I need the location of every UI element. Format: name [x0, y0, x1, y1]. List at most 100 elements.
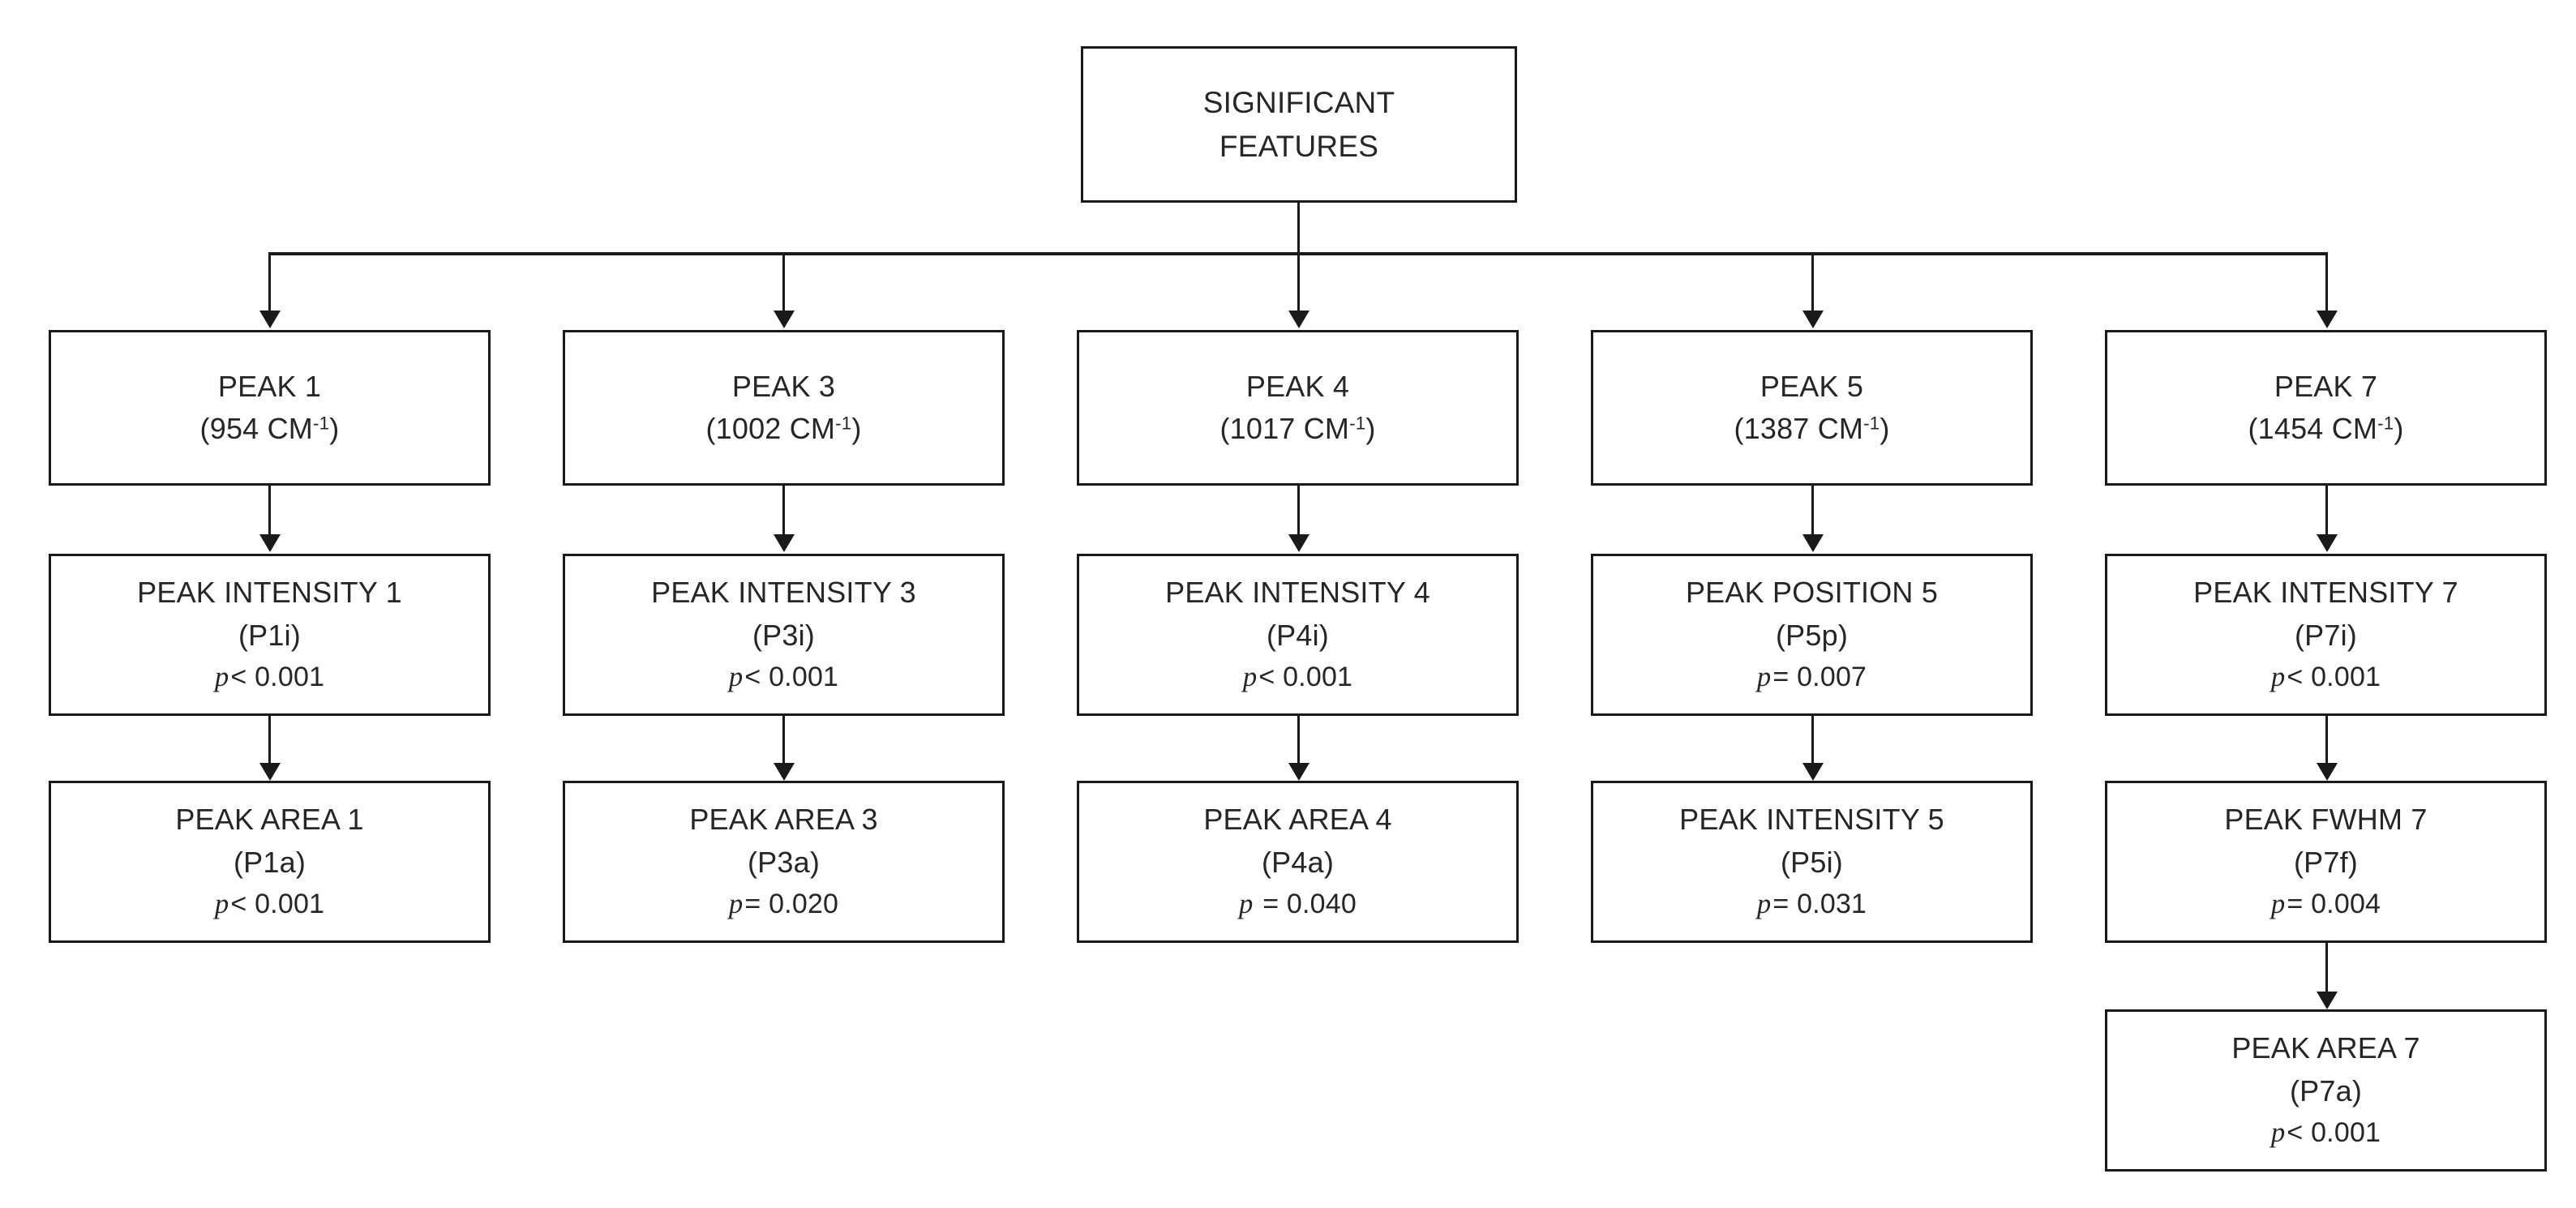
peak-area-1-code: (P1a) [233, 845, 306, 879]
connector-c3-r1-r2 [1297, 486, 1300, 536]
root-line-2: FEATURES [1219, 129, 1379, 163]
arrow-c4-r1-r2 [1802, 534, 1824, 552]
arrow-c2-r2-r3 [774, 763, 795, 781]
peak-intensity-1-pvalue: p< 0.001 [214, 660, 325, 692]
connector-c3-r2-r3 [1297, 716, 1300, 765]
arrow-c1-r1-r2 [259, 534, 281, 552]
peak-area-3-code: (P3a) [747, 845, 821, 879]
arrow-bus-to-peak-7 [2317, 311, 2338, 328]
superscript-minus-one: -1 [313, 413, 330, 434]
peak-intensity-5-pvalue: p= 0.031 [1756, 887, 1867, 919]
peak-intensity-4-label: PEAK INTENSITY 4 [1165, 576, 1430, 610]
node-peak-area-4[interactable]: PEAK AREA 4 (P4a) p = 0.040 [1077, 781, 1519, 943]
node-peak-1[interactable]: PEAK 1 (954 CM-1) [49, 330, 491, 486]
root-line-1: SIGNIFICANT [1202, 85, 1395, 119]
superscript-minus-one: -1 [835, 413, 852, 434]
connector-c4-r1-r2 [1811, 486, 1814, 536]
arrow-c2-r1-r2 [774, 534, 795, 552]
node-peak-4[interactable]: PEAK 4 (1017 CM-1) [1077, 330, 1519, 486]
peak-intensity-3-pvalue: p< 0.001 [728, 660, 839, 692]
peak-area-4-code: (P4a) [1261, 845, 1335, 879]
node-peak-3[interactable]: PEAK 3 (1002 CM-1) [563, 330, 1005, 486]
peak-area-7-code: (P7a) [2289, 1073, 2363, 1107]
peak-intensity-1-label: PEAK INTENSITY 1 [137, 576, 402, 610]
arrow-c3-r1-r2 [1288, 534, 1309, 552]
node-peak-intensity-7[interactable]: PEAK INTENSITY 7 (P7i) p< 0.001 [2105, 554, 2547, 716]
peak-3-label: PEAK 3 [731, 369, 836, 403]
connector-c2-r2-r3 [782, 716, 785, 765]
peak-4-label: PEAK 4 [1245, 369, 1350, 403]
peak-intensity-4-code: (P4i) [1266, 618, 1329, 652]
node-significant-features[interactable]: SIGNIFICANT FEATURES [1081, 46, 1517, 203]
peak-4-wavenumber: (1017 CM-1) [1219, 412, 1376, 445]
node-peak-area-1[interactable]: PEAK AREA 1 (P1a) p< 0.001 [49, 781, 491, 943]
peak-1-label: PEAK 1 [217, 369, 322, 403]
node-peak-area-3[interactable]: PEAK AREA 3 (P3a) p= 0.020 [563, 781, 1005, 943]
node-peak-intensity-5[interactable]: PEAK INTENSITY 5 (P5i) p= 0.031 [1591, 781, 2033, 943]
peak-intensity-4-pvalue: p< 0.001 [1242, 660, 1353, 692]
node-peak-intensity-1[interactable]: PEAK INTENSITY 1 (P1i) p< 0.001 [49, 554, 491, 716]
peak-area-4-label: PEAK AREA 4 [1203, 803, 1392, 837]
superscript-minus-one: -1 [1349, 413, 1366, 434]
peak-fwhm-7-code: (P7f) [2293, 845, 2358, 879]
peak-area-7-pvalue: p< 0.001 [2270, 1116, 2381, 1148]
peak-5-label: PEAK 5 [1759, 369, 1864, 403]
peak-intensity-5-label: PEAK INTENSITY 5 [1679, 803, 1944, 837]
node-peak-fwhm-7[interactable]: PEAK FWHM 7 (P7f) p= 0.004 [2105, 781, 2547, 943]
node-peak-area-7[interactable]: PEAK AREA 7 (P7a) p< 0.001 [2105, 1009, 2547, 1172]
connector-c5-r1-r2 [2325, 486, 2328, 536]
connector-c1-r1-r2 [268, 486, 271, 536]
peak-intensity-1-code: (P1i) [238, 618, 301, 652]
peak-fwhm-7-pvalue: p= 0.004 [2270, 887, 2381, 919]
peak-7-wavenumber: (1454 CM-1) [2248, 412, 2404, 445]
superscript-minus-one: -1 [1863, 413, 1880, 434]
peak-position-5-label: PEAK POSITION 5 [1685, 576, 1939, 610]
arrow-bus-to-peak-5 [1802, 311, 1824, 328]
arrow-c1-r2-r3 [259, 763, 281, 781]
peak-fwhm-7-label: PEAK FWHM 7 [2224, 803, 2428, 837]
peak-area-4-pvalue: p = 0.040 [1239, 887, 1357, 919]
connector-bus-drop-5 [2325, 252, 2328, 313]
node-peak-5[interactable]: PEAK 5 (1387 CM-1) [1591, 330, 2033, 486]
peak-area-3-pvalue: p= 0.020 [728, 887, 839, 919]
peak-intensity-5-code: (P5i) [1780, 845, 1843, 879]
peak-position-5-code: (P5p) [1775, 618, 1849, 652]
peak-intensity-3-code: (P3i) [752, 618, 815, 652]
node-peak-intensity-3[interactable]: PEAK INTENSITY 3 (P3i) p< 0.001 [563, 554, 1005, 716]
arrow-c5-r1-r2 [2317, 534, 2338, 552]
peak-area-1-pvalue: p< 0.001 [214, 887, 325, 919]
peak-area-7-label: PEAK AREA 7 [2231, 1031, 2420, 1065]
arrow-c5-r2-r3 [2317, 763, 2338, 781]
connector-bus-drop-3 [1297, 252, 1300, 313]
connector-root-stem [1297, 203, 1300, 253]
peak-3-wavenumber: (1002 CM-1) [705, 412, 862, 445]
node-peak-position-5[interactable]: PEAK POSITION 5 (P5p) p= 0.007 [1591, 554, 2033, 716]
peak-1-wavenumber: (954 CM-1) [199, 412, 340, 445]
peak-5-wavenumber: (1387 CM-1) [1734, 412, 1890, 445]
peak-area-1-label: PEAK AREA 1 [175, 803, 364, 837]
peak-position-5-pvalue: p= 0.007 [1756, 660, 1867, 692]
arrow-c3-r2-r3 [1288, 763, 1309, 781]
peak-intensity-7-code: (P7i) [2294, 618, 2357, 652]
node-peak-7[interactable]: PEAK 7 (1454 CM-1) [2105, 330, 2547, 486]
connector-c4-r2-r3 [1811, 716, 1814, 765]
connector-bus-drop-1 [268, 252, 271, 313]
node-peak-intensity-4[interactable]: PEAK INTENSITY 4 (P4i) p< 0.001 [1077, 554, 1519, 716]
connector-c5-r2-r3 [2325, 716, 2328, 765]
peak-intensity-7-pvalue: p< 0.001 [2270, 660, 2381, 692]
arrow-bus-to-peak-4 [1288, 311, 1309, 328]
peak-7-label: PEAK 7 [2274, 369, 2378, 403]
connector-bus-drop-4 [1811, 252, 1814, 313]
peak-area-3-label: PEAK AREA 3 [689, 803, 878, 837]
connector-c5-r3-r4 [2325, 943, 2328, 993]
arrow-bus-to-peak-3 [774, 311, 795, 328]
arrow-bus-to-peak-1 [259, 311, 281, 328]
connector-c2-r1-r2 [782, 486, 785, 536]
peak-intensity-7-label: PEAK INTENSITY 7 [2193, 576, 2458, 610]
connector-c1-r2-r3 [268, 716, 271, 765]
connector-bus-drop-2 [782, 252, 785, 313]
superscript-minus-one: -1 [2377, 413, 2394, 434]
arrow-c5-r3-r4 [2317, 992, 2338, 1009]
arrow-c4-r2-r3 [1802, 763, 1824, 781]
